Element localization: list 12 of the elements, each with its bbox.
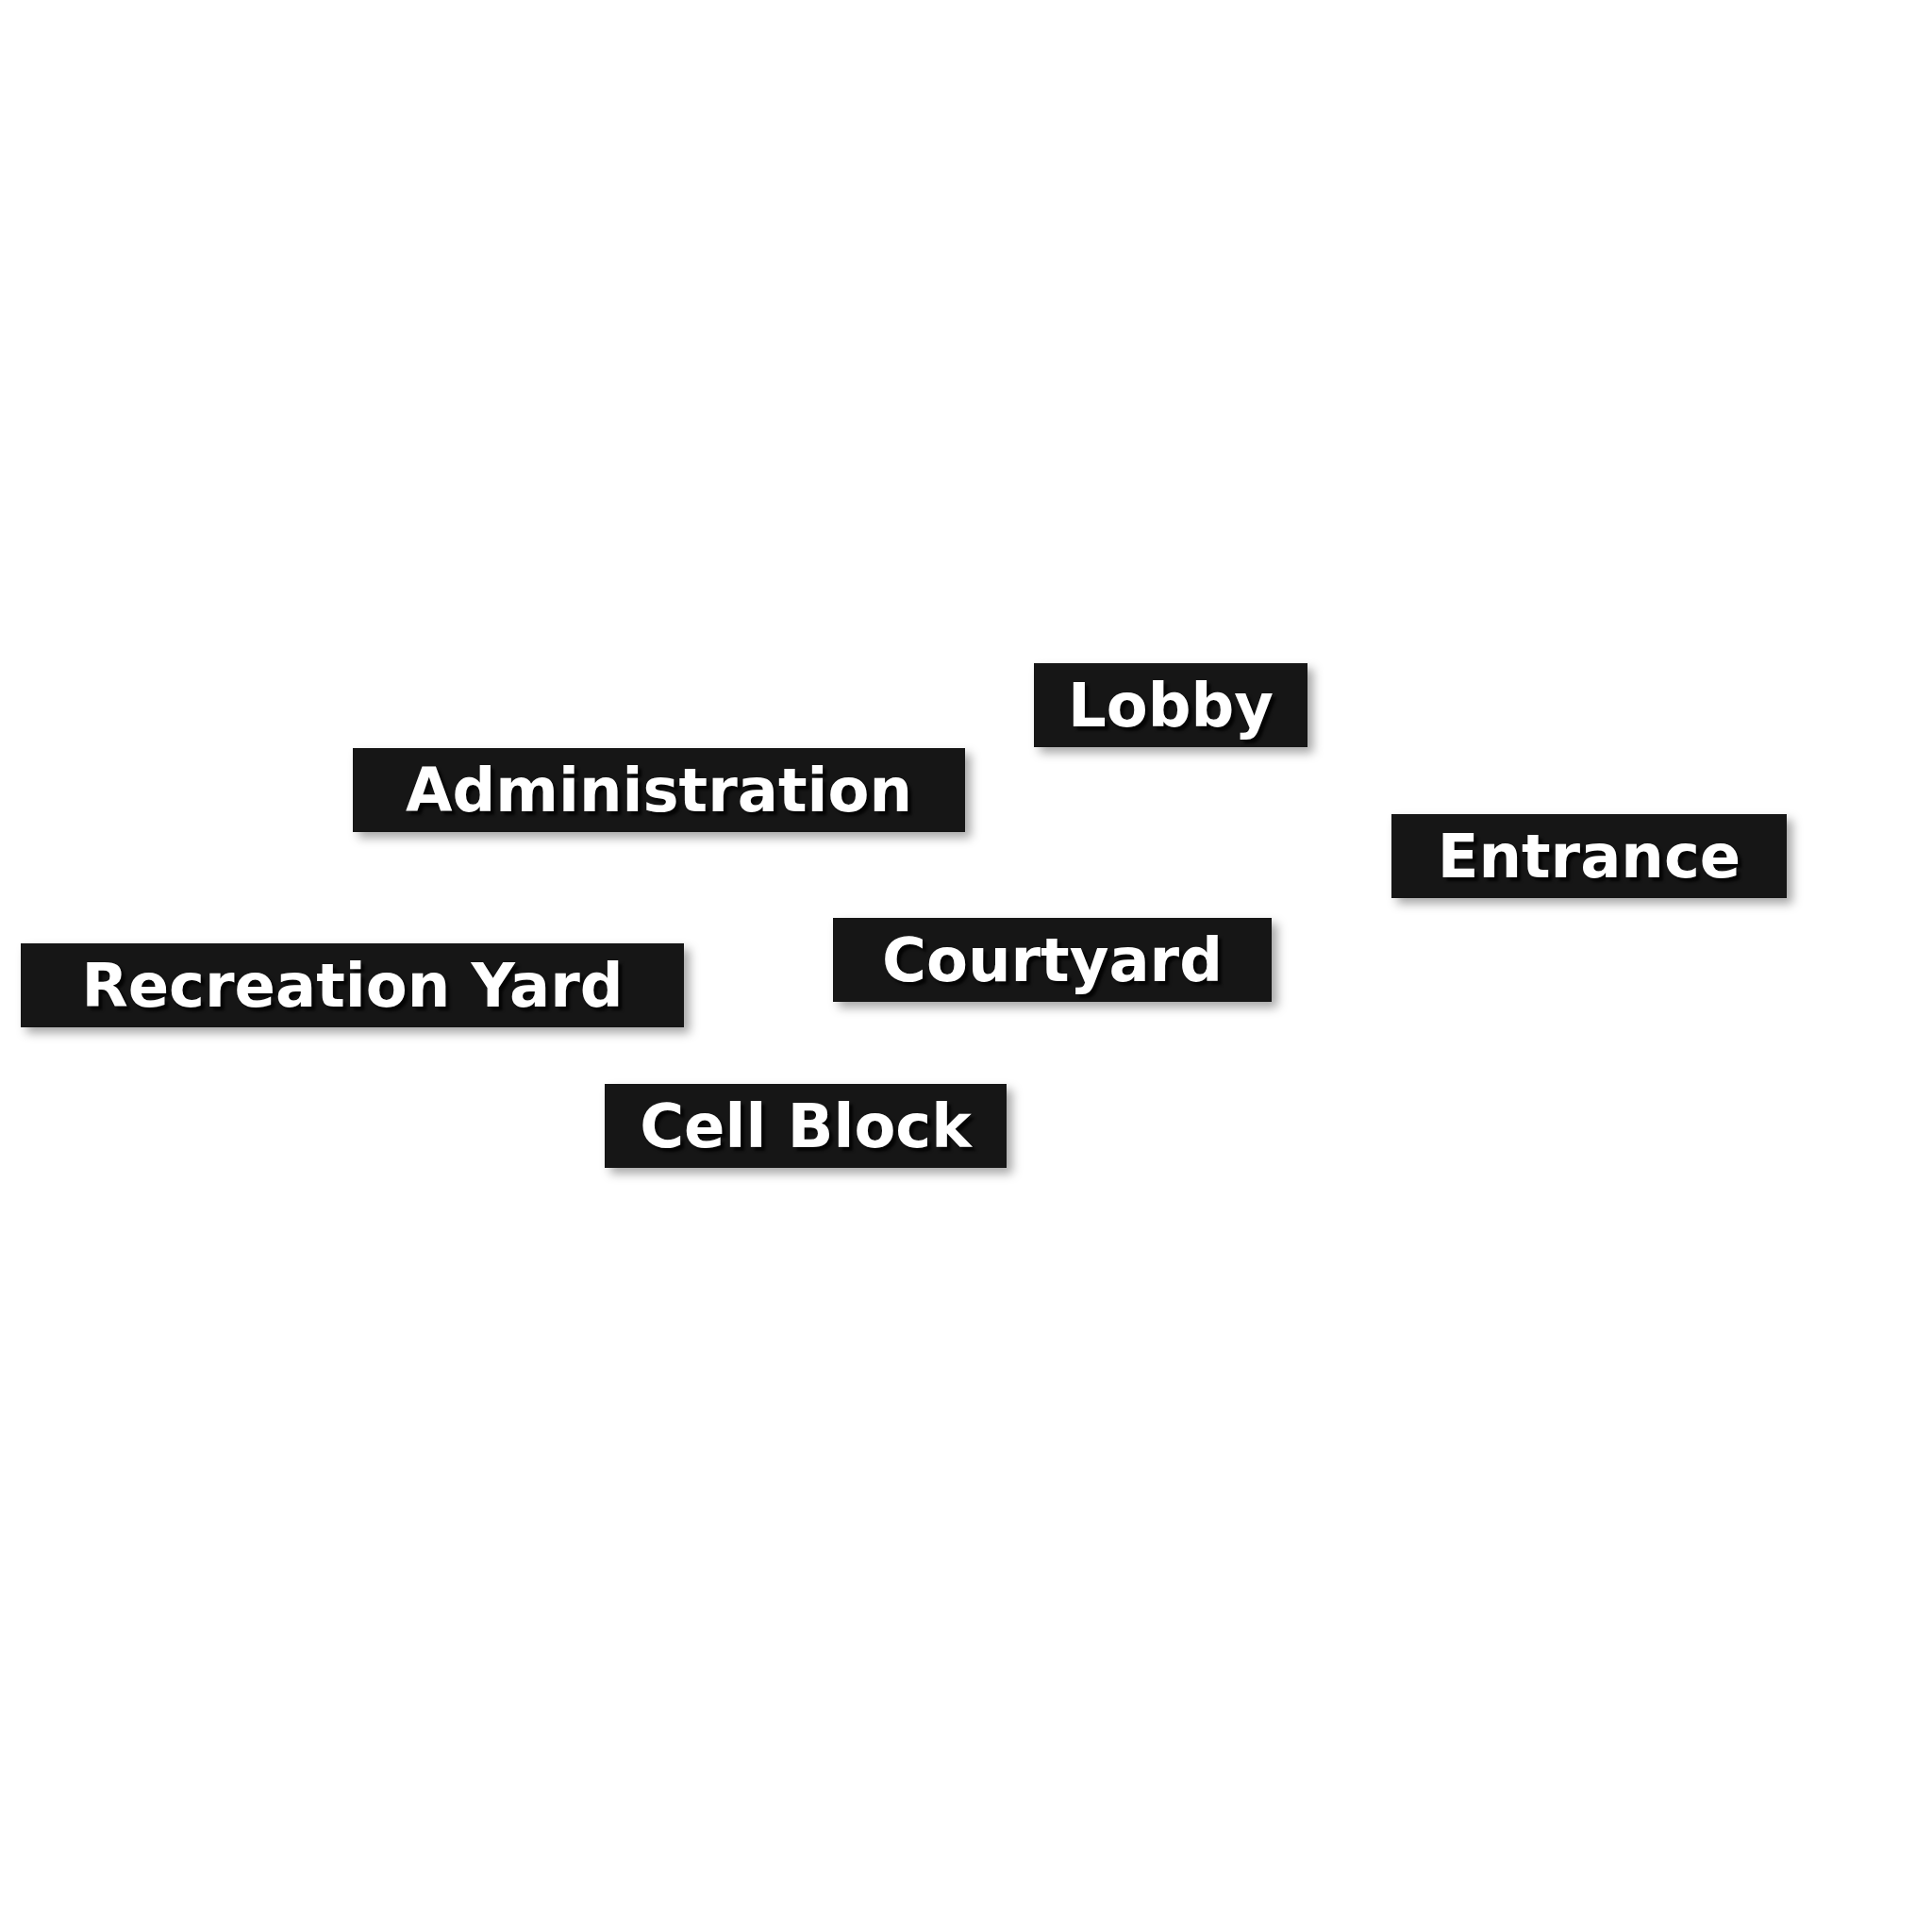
area-name: Entrance (1437, 821, 1741, 891)
area-name: Administration (406, 755, 912, 825)
area-label-box (353, 748, 965, 832)
area-name: Lobby (1067, 670, 1274, 741)
area-label-box (21, 943, 684, 1027)
area-name: Cell Block (640, 1091, 972, 1161)
area-label-box (1391, 814, 1787, 898)
area-name: Recreation Yard (81, 950, 624, 1021)
area-name: Courtyard (882, 924, 1223, 995)
area-label-box (833, 918, 1272, 1002)
area-label-box (1034, 663, 1307, 747)
area-label-box (605, 1084, 1007, 1168)
